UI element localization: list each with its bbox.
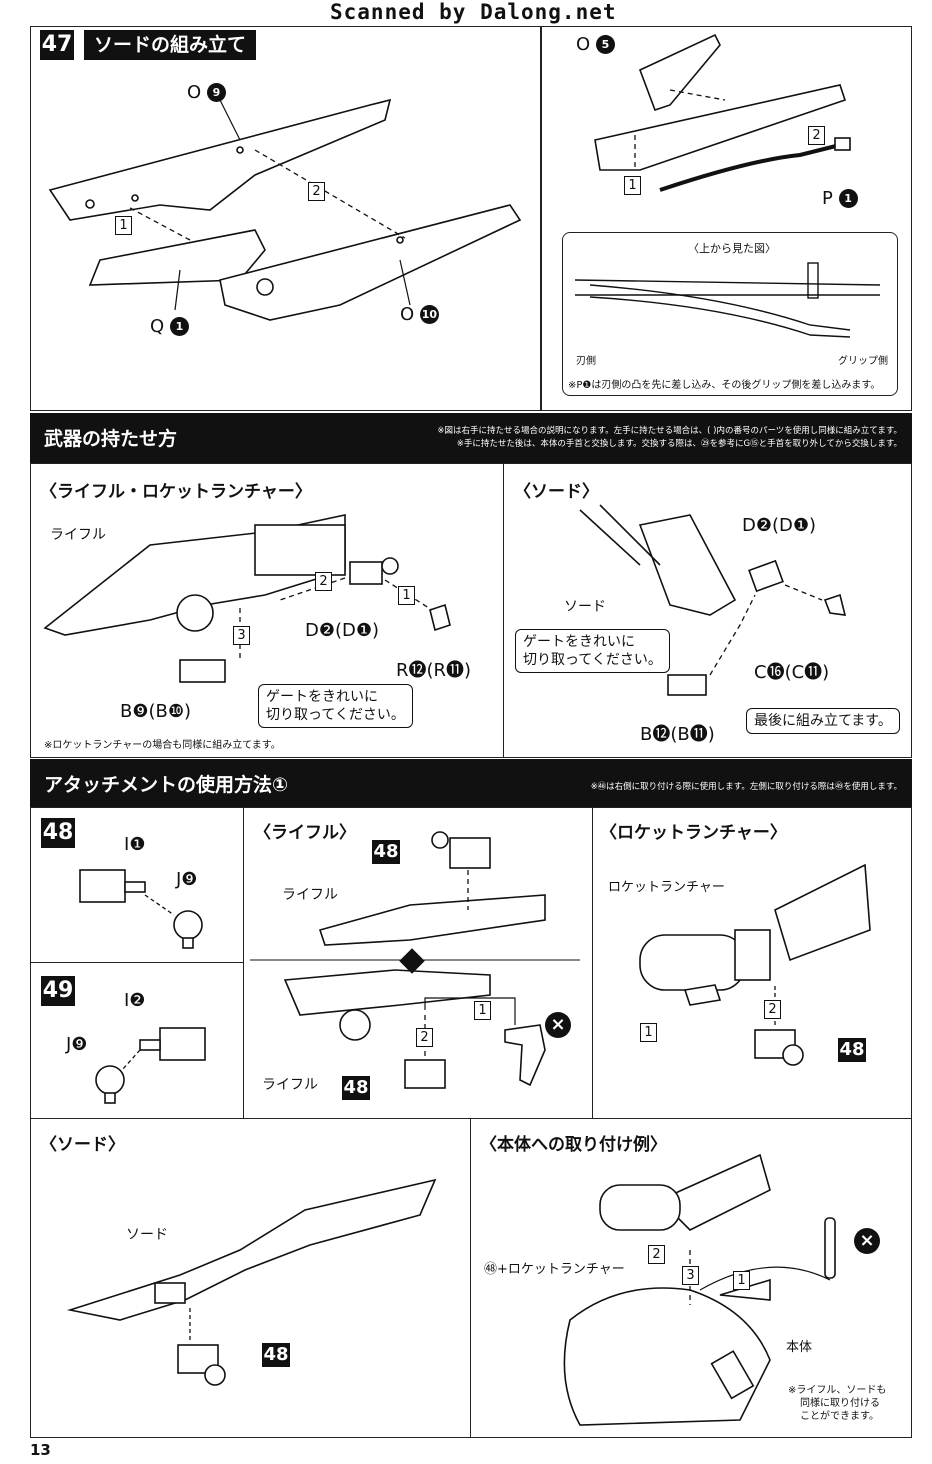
- rifle-attach-step-2: 2: [416, 1028, 433, 1047]
- sword-hand-part-c16: [823, 593, 847, 616]
- topview-blade-side: 刃側: [576, 356, 596, 367]
- rifle-footer-note: ※ロケットランチャーの場合も同様に組み立てます。: [44, 740, 281, 751]
- weapons-note-2: ※手に持たせた後は、本体の手首と交換します。交換する際は、㉙を参考にG⑮と手首を…: [456, 439, 902, 449]
- rocket-attach-step-2: 2: [764, 1000, 781, 1019]
- sword-grip: [638, 514, 737, 616]
- sword-grip-illustration: [594, 33, 851, 192]
- part-label-o9: O 9: [187, 82, 226, 103]
- sword-hand-part-b12: [667, 674, 707, 696]
- body-attach-combo-label: ㊽+ロケットランチャー: [484, 1262, 625, 1277]
- step-47-divider: [540, 26, 542, 411]
- sword-hold-label: ソード: [564, 599, 606, 615]
- sword-d-part: D❷(D❶): [742, 515, 817, 536]
- sword-b-part: B⓬(B⓫): [640, 724, 715, 745]
- sword-hold-illustration: [579, 504, 847, 696]
- rifle-attach-heading: 〈ライフル〉: [254, 823, 356, 843]
- rocket-attach-step-1: 1: [640, 1023, 657, 1042]
- rifle-attach-badge: 48: [372, 840, 400, 864]
- sword-gate-callout: ゲートをきれいに 切り取ってください。: [515, 629, 670, 673]
- hand-part-d2: [349, 561, 383, 585]
- step-48-number: 48: [41, 818, 75, 848]
- body-attach-note: ※ライフル、ソードも 同様に取り付ける ことができます。: [788, 1385, 887, 1422]
- rifle-attach-remove-icon: ×: [545, 1012, 571, 1038]
- sword-last-callout: 最後に組み立てます。: [746, 708, 900, 734]
- step-49-j-part: J❾: [66, 1034, 88, 1055]
- body-attach-remove-icon: ×: [854, 1228, 880, 1254]
- step-48-j-part: J❾: [176, 869, 198, 890]
- body-attach-illustration: [563, 1153, 836, 1426]
- part-label-o5: O 5: [576, 34, 615, 55]
- body-attach-heading: 〈本体への取り付け例〉: [480, 1135, 667, 1155]
- trigger-part-r12: [429, 603, 451, 632]
- sword-hold-heading: 〈ソード〉: [514, 482, 599, 502]
- part-label-q1: Q 1: [150, 316, 189, 337]
- rifle-step-3: 3: [233, 626, 250, 645]
- step-49-illustration: [95, 1027, 206, 1104]
- sword-rear-body: [594, 84, 847, 171]
- sword-attach-illustration: [66, 1178, 437, 1386]
- body-attach-step-2: 2: [648, 1245, 665, 1264]
- rifle-hold-illustration: [43, 514, 451, 683]
- rifle-d-part: D❷(D❶): [305, 620, 380, 641]
- rocket-attach-illustration: [639, 863, 871, 1066]
- sword-attach-badge: 48: [262, 1343, 290, 1367]
- rifle-r-part: R⓬(R⓫): [396, 660, 472, 681]
- sword-attach-heading: 〈ソード〉: [40, 1135, 125, 1155]
- scan-credit: Scanned by Dalong.net: [330, 0, 617, 24]
- rifle-attach-illustration: [250, 831, 580, 1089]
- attachment-note: ※㊽は右側に取り付ける際に使用します。左側に取り付ける際は㊾を使用します。: [590, 782, 902, 792]
- attachment-title: アタッチメントの使用方法①: [44, 774, 289, 796]
- sword-hand-part-d2: [748, 559, 784, 593]
- topview-illustration: [574, 262, 881, 338]
- part-label-p1: P 1: [822, 188, 858, 209]
- rifle-hold-heading: 〈ライフル・ロケットランチャー〉: [40, 482, 312, 502]
- hand-part-b9: [179, 659, 226, 683]
- step-indicator-1b: 1: [624, 176, 641, 195]
- step-48-illustration: [79, 869, 203, 949]
- body-attach-step-1: 1: [733, 1271, 750, 1290]
- sword-guard-q1: [88, 229, 266, 286]
- sword-frame-o10: [219, 204, 522, 321]
- weapons-title: 武器の持たせ方: [44, 428, 178, 450]
- rifle-gate-callout: ゲートをきれいに 切り取ってください。: [258, 684, 413, 728]
- rifle-b-part: B❾(B❿): [120, 701, 192, 722]
- grip-tube-p1: [659, 143, 841, 192]
- sword-attach-panel: [30, 1118, 471, 1438]
- page-number: 13: [30, 1441, 51, 1459]
- step-47-title: ソードの組み立て: [84, 30, 257, 60]
- step-47-number: 47: [40, 30, 74, 60]
- attachment-band: アタッチメントの使用方法① ※㊽は右側に取り付ける際に使用します。左側に取り付け…: [30, 759, 912, 807]
- rifle-attach-badge-2: 48: [342, 1076, 370, 1100]
- sword-c-part: C⓰(C⓫): [754, 662, 830, 683]
- step-indicator-2: 2: [308, 182, 325, 201]
- rifle-step-1: 1: [398, 586, 415, 605]
- topview-grip-side: グリップ側: [838, 356, 888, 367]
- weapons-band: 武器の持たせ方 ※図は右手に持たせる場合の説明になります。左手に持たせる場合は、…: [30, 413, 912, 463]
- rifle-step-2: 2: [315, 572, 332, 591]
- body-attach-body-label: 本体: [786, 1340, 813, 1355]
- rifle-attach-label-bottom: ライフル: [262, 1077, 318, 1093]
- step-indicator-1: 1: [115, 216, 132, 235]
- rifle-attach-label-top: ライフル: [282, 887, 338, 903]
- step-49-number: 49: [41, 976, 75, 1006]
- sword-frame-o9: [48, 98, 392, 221]
- grip-cover-o5: [638, 33, 721, 112]
- rifle-attach-step-1: 1: [474, 1001, 491, 1020]
- sword-assembly-illustration: [48, 98, 522, 321]
- step-indicator-2b: 2: [808, 126, 825, 145]
- topview-inset: [562, 232, 898, 396]
- rifle-label: ライフル: [50, 527, 106, 543]
- topview-title: 〈上から見た図〉: [688, 242, 776, 255]
- rocket-attach-badge: 48: [838, 1038, 866, 1062]
- weapons-note-1: ※図は右手に持たせる場合の説明になります。左手に持たせる場合は、( )内の番号の…: [437, 426, 902, 436]
- body-attach-step-3: 3: [682, 1266, 699, 1285]
- part-label-o10: O 10: [400, 304, 439, 325]
- step-48-i-part: I❶: [124, 834, 146, 855]
- topview-note: ※P❶は刃側の凸を先に差し込み、その後グリップ側を差し込みます。: [568, 380, 881, 391]
- rocket-attach-label: ロケットランチャー: [608, 880, 725, 895]
- rocket-attach-heading: 〈ロケットランチャー〉: [600, 823, 787, 843]
- step-49-i-part: I❷: [124, 990, 146, 1011]
- sword-attach-label: ソード: [126, 1227, 168, 1243]
